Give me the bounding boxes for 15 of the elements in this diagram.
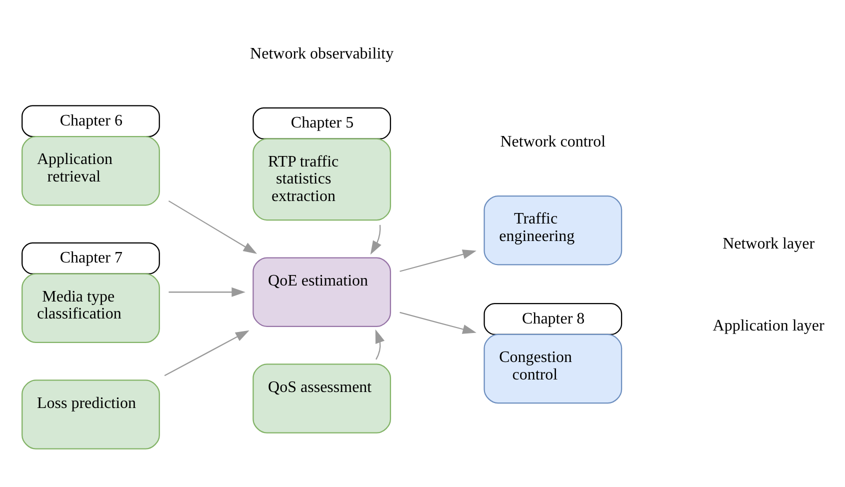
label: Network layer <box>722 235 815 252</box>
label: Application layer <box>712 318 824 335</box>
node-label: Chapter 6 <box>60 112 123 130</box>
arrow <box>400 312 476 334</box>
arrow <box>370 224 382 255</box>
arrow <box>168 200 257 254</box>
label: Network observability <box>250 45 394 62</box>
label: Network control <box>500 133 606 150</box>
arrow <box>164 330 250 376</box>
node-label: Chapter 8 <box>522 310 585 328</box>
arrow <box>400 250 476 272</box>
node-label: Chapter 5 <box>290 114 354 132</box>
node-label: Chapter 7 <box>60 250 123 267</box>
arrow <box>168 287 246 297</box>
arrow <box>375 329 385 360</box>
